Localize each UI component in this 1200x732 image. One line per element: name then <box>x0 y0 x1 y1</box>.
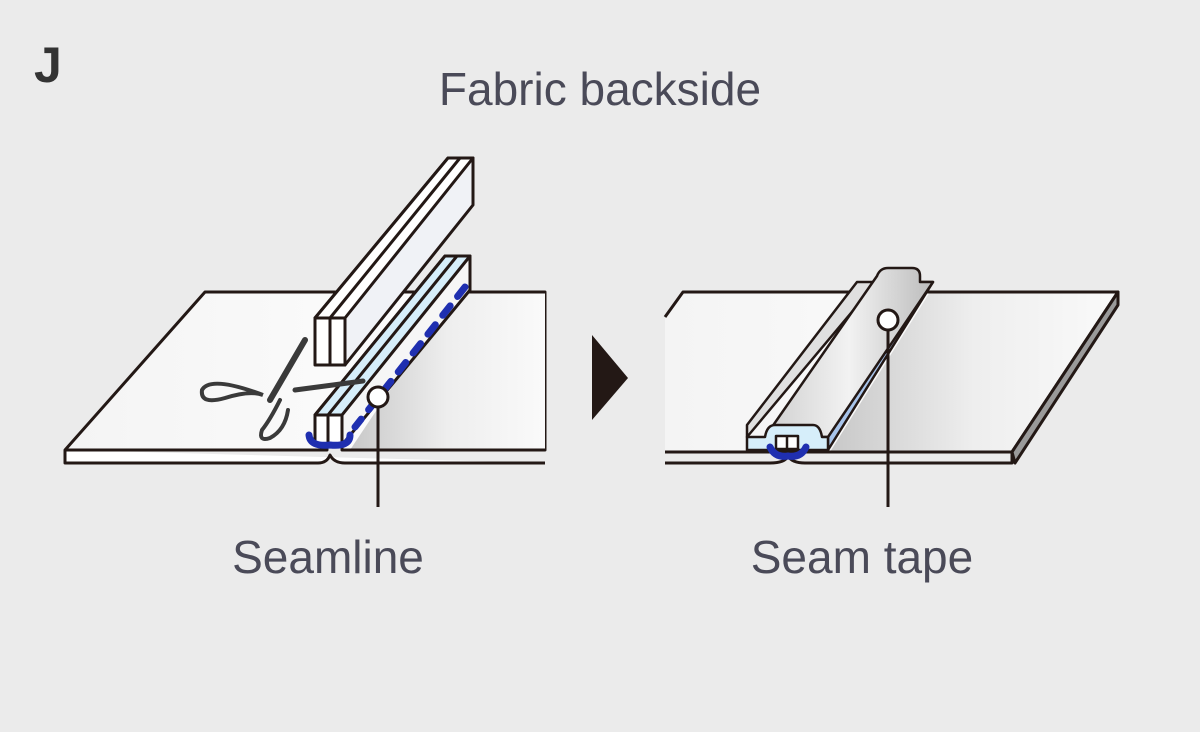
panel-letter: J <box>34 37 62 93</box>
cut-seam-allowance <box>313 156 475 367</box>
arrow-right-icon <box>592 335 628 420</box>
seamline-callout-dot <box>366 385 390 409</box>
seamline-label: Seamline <box>232 531 424 583</box>
standing-seam-allowance <box>313 254 472 447</box>
seam-tape-stitch-loop <box>766 443 810 460</box>
seam-tape-label: Seam tape <box>750 531 974 583</box>
scissors-icon <box>199 337 366 441</box>
seam-tape-callout-dot <box>876 308 900 332</box>
left-fabric <box>63 290 547 465</box>
diagram-title: Fabric backside <box>438 63 762 115</box>
seamline-stitch-loop <box>305 431 354 449</box>
